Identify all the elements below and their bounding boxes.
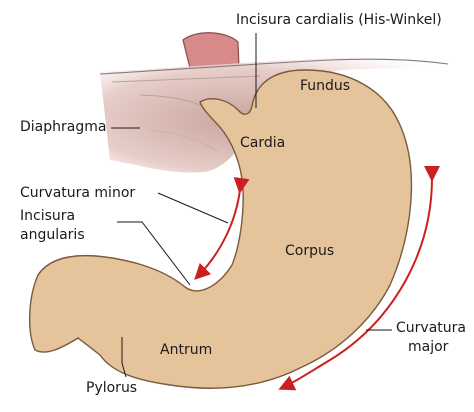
label-incisura-cardialis: Incisura cardialis (His-Winkel) (236, 12, 442, 28)
curvatura-major-arrow (278, 165, 441, 391)
stomach-shape (28, 69, 413, 389)
label-antrum: Antrum (160, 342, 213, 358)
label-incisura-angularis-line2: angularis (20, 227, 85, 243)
label-cardia: Cardia (240, 135, 286, 151)
diaphragm-line-1 (99, 58, 449, 75)
label-curvatura-minor: Curvatura minor (20, 185, 136, 201)
leader-pylorus (121, 337, 127, 378)
diaphragm-shape (100, 57, 448, 173)
label-curvatura-major-line2: major (408, 339, 449, 355)
leader-incisura-angularis (117, 221, 191, 286)
diaphragm-line-4 (149, 129, 219, 153)
label-pylorus: Pylorus (86, 380, 138, 396)
label-incisura-angularis-line1: Incisura (20, 208, 76, 224)
label-diaphragma: Diaphragma (20, 119, 107, 135)
diaphragm-line-2 (111, 75, 261, 83)
label-curvatura-major-line1: Curvatura (396, 320, 466, 336)
curvatura-minor-arrow (194, 177, 250, 280)
label-fundus: Fundus (300, 78, 351, 94)
label-corpus: Corpus (285, 243, 335, 259)
leader-curvatura-minor (157, 192, 229, 224)
